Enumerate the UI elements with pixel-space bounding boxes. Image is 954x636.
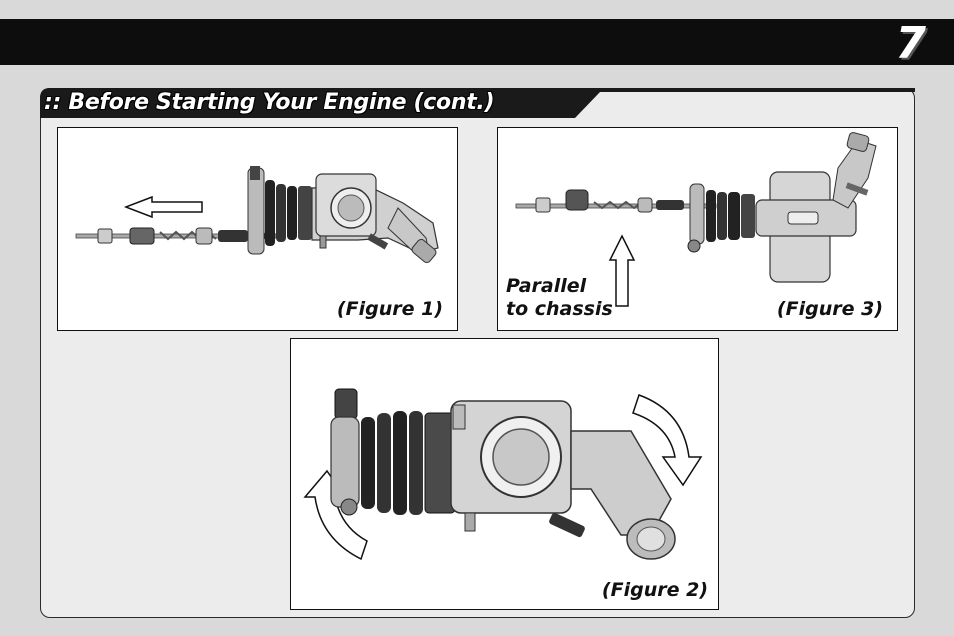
parallel-note-line1: Parallel	[506, 275, 587, 297]
figure-1-caption: (Figure 1)	[336, 298, 443, 320]
page-number: 7	[895, 18, 926, 69]
engine-linkage-illustration	[515, 132, 877, 307]
figure-3-caption: (Figure 3)	[776, 298, 883, 320]
figure-2: (Figure 2)	[290, 338, 719, 610]
section-title: :: Before Starting Your Engine (cont.)	[44, 90, 495, 115]
figure-2-caption: (Figure 2)	[601, 579, 708, 601]
figure-1: (Figure 1)	[57, 127, 458, 331]
header-bar	[0, 19, 954, 65]
parallel-note-line2: to chassis	[506, 298, 613, 320]
figure-3: Parallel to chassis (Figure 3)	[497, 127, 898, 331]
section-heading-bar	[40, 88, 915, 118]
engine-linkage-illustration	[75, 166, 439, 264]
engine-linkage-illustration	[303, 388, 703, 561]
